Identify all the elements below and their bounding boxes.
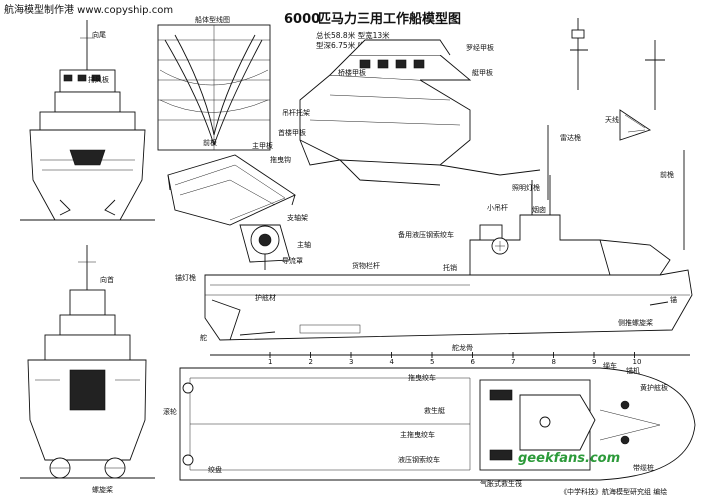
frame-number: 3 bbox=[349, 358, 353, 366]
deck-plan-drawing bbox=[179, 367, 696, 481]
label-towing-winch: 拖曳绞车 bbox=[408, 373, 436, 382]
label-rudder: 舵 bbox=[200, 333, 207, 342]
label-hull-lines: 船体型线图 bbox=[195, 15, 230, 24]
label-mast-lamp: 照明灯桅 bbox=[512, 183, 540, 192]
label-bollard: 带缆桩 bbox=[633, 463, 654, 472]
spec-line-2: 型深6.75米 吃水5米 bbox=[316, 40, 385, 50]
foredeck-isometric bbox=[167, 154, 296, 226]
credit-text: 《中学科技》航海模型研究组 编绘 bbox=[560, 487, 667, 496]
frame-number: 8 bbox=[552, 358, 556, 366]
label-bridge-deck: 桥楼甲板 bbox=[338, 68, 366, 77]
label-anchor: 锚 bbox=[670, 295, 677, 304]
radar-mast-drawing bbox=[547, 18, 685, 250]
label-winch-backup: 备用液压钢索绞车 bbox=[398, 230, 454, 239]
label-compass-deck: 罗经甲板 bbox=[466, 43, 494, 52]
frame-number: 10 bbox=[633, 358, 642, 366]
frame-number: 2 bbox=[309, 358, 313, 366]
frame-number: 5 bbox=[430, 358, 434, 366]
frame-numbers: 1 2 3 4 5 6 7 8 9 10 bbox=[268, 352, 641, 366]
label-antenna: 天线 bbox=[605, 115, 619, 124]
label-liferaft: 气胀式救生筏 bbox=[480, 479, 522, 488]
label-fire-guard: 黄护舷板 bbox=[640, 383, 668, 392]
label-stern-view: 向首 bbox=[100, 275, 114, 284]
watermark-text: 航海模型制作港 www.copyship.com bbox=[4, 3, 173, 16]
label-nozzle: 导流罩 bbox=[282, 256, 303, 265]
label-funnel: 烟囱 bbox=[532, 205, 546, 214]
frame-number: 4 bbox=[390, 358, 395, 366]
label-tow-pin: 托销 bbox=[443, 263, 457, 272]
label-ventilator: 排风板 bbox=[88, 75, 109, 84]
spec-line-1: 总长58.8米 型宽13米 bbox=[316, 30, 390, 40]
label-towing-hook: 拖曳钩 bbox=[270, 155, 291, 164]
title-text: 匹马力三用工作船模型图 bbox=[318, 11, 461, 27]
label-foredeck: 前板 bbox=[203, 138, 217, 147]
title-number: 6000 bbox=[284, 12, 320, 27]
side-elevation-drawing bbox=[204, 175, 693, 341]
label-lifeboat: 救生艇 bbox=[424, 406, 445, 415]
label-rope-roller: 滚轮 bbox=[163, 407, 177, 416]
label-winch-car: 绳车 bbox=[603, 361, 617, 370]
label-stern-roller: 绞盘 bbox=[208, 465, 222, 474]
label-radar-mast: 雷达桅 bbox=[560, 133, 581, 142]
label-strut: 支轴架 bbox=[287, 213, 308, 222]
label-bow-view: 向尾 bbox=[92, 30, 106, 39]
label-small-crane: 小吊杆 bbox=[487, 203, 508, 212]
label-anchor-light: 锚灯桅 bbox=[175, 273, 196, 282]
label-keel: 舵龙骨 bbox=[452, 343, 473, 352]
label-hydraulic-winch: 液压钢索绞车 bbox=[398, 455, 440, 464]
stern-view-drawing bbox=[20, 245, 155, 479]
bow-view-drawing bbox=[20, 20, 155, 221]
label-main-shaft: 主轴 bbox=[297, 240, 311, 249]
label-propeller: 螺旋桨 bbox=[92, 485, 113, 494]
propeller-nozzle-drawing bbox=[239, 224, 291, 270]
label-upper-deck: 首楼甲板 bbox=[278, 128, 306, 137]
superstructure-isometric bbox=[299, 39, 541, 186]
frame-number: 1 bbox=[268, 358, 272, 366]
site-logo: geekfans.com bbox=[518, 451, 620, 466]
frame-number: 7 bbox=[511, 358, 515, 366]
label-foremast: 前桅 bbox=[660, 170, 674, 179]
label-cargo-rail: 货物栏杆 bbox=[352, 261, 380, 270]
label-davit: 吊杆托架 bbox=[282, 108, 310, 117]
frame-number: 6 bbox=[471, 358, 476, 366]
label-windlass: 锚机 bbox=[626, 366, 640, 375]
frame-number: 9 bbox=[592, 358, 596, 366]
label-main-deck: 主甲板 bbox=[252, 141, 273, 150]
label-boat-deck: 艇甲板 bbox=[472, 68, 493, 77]
hull-lines-drawing bbox=[157, 24, 271, 151]
label-fender: 护舷材 bbox=[255, 293, 276, 302]
label-main-winch: 主拖曳绞车 bbox=[400, 430, 435, 439]
label-bow-thruster: 侧推螺旋桨 bbox=[618, 318, 653, 327]
